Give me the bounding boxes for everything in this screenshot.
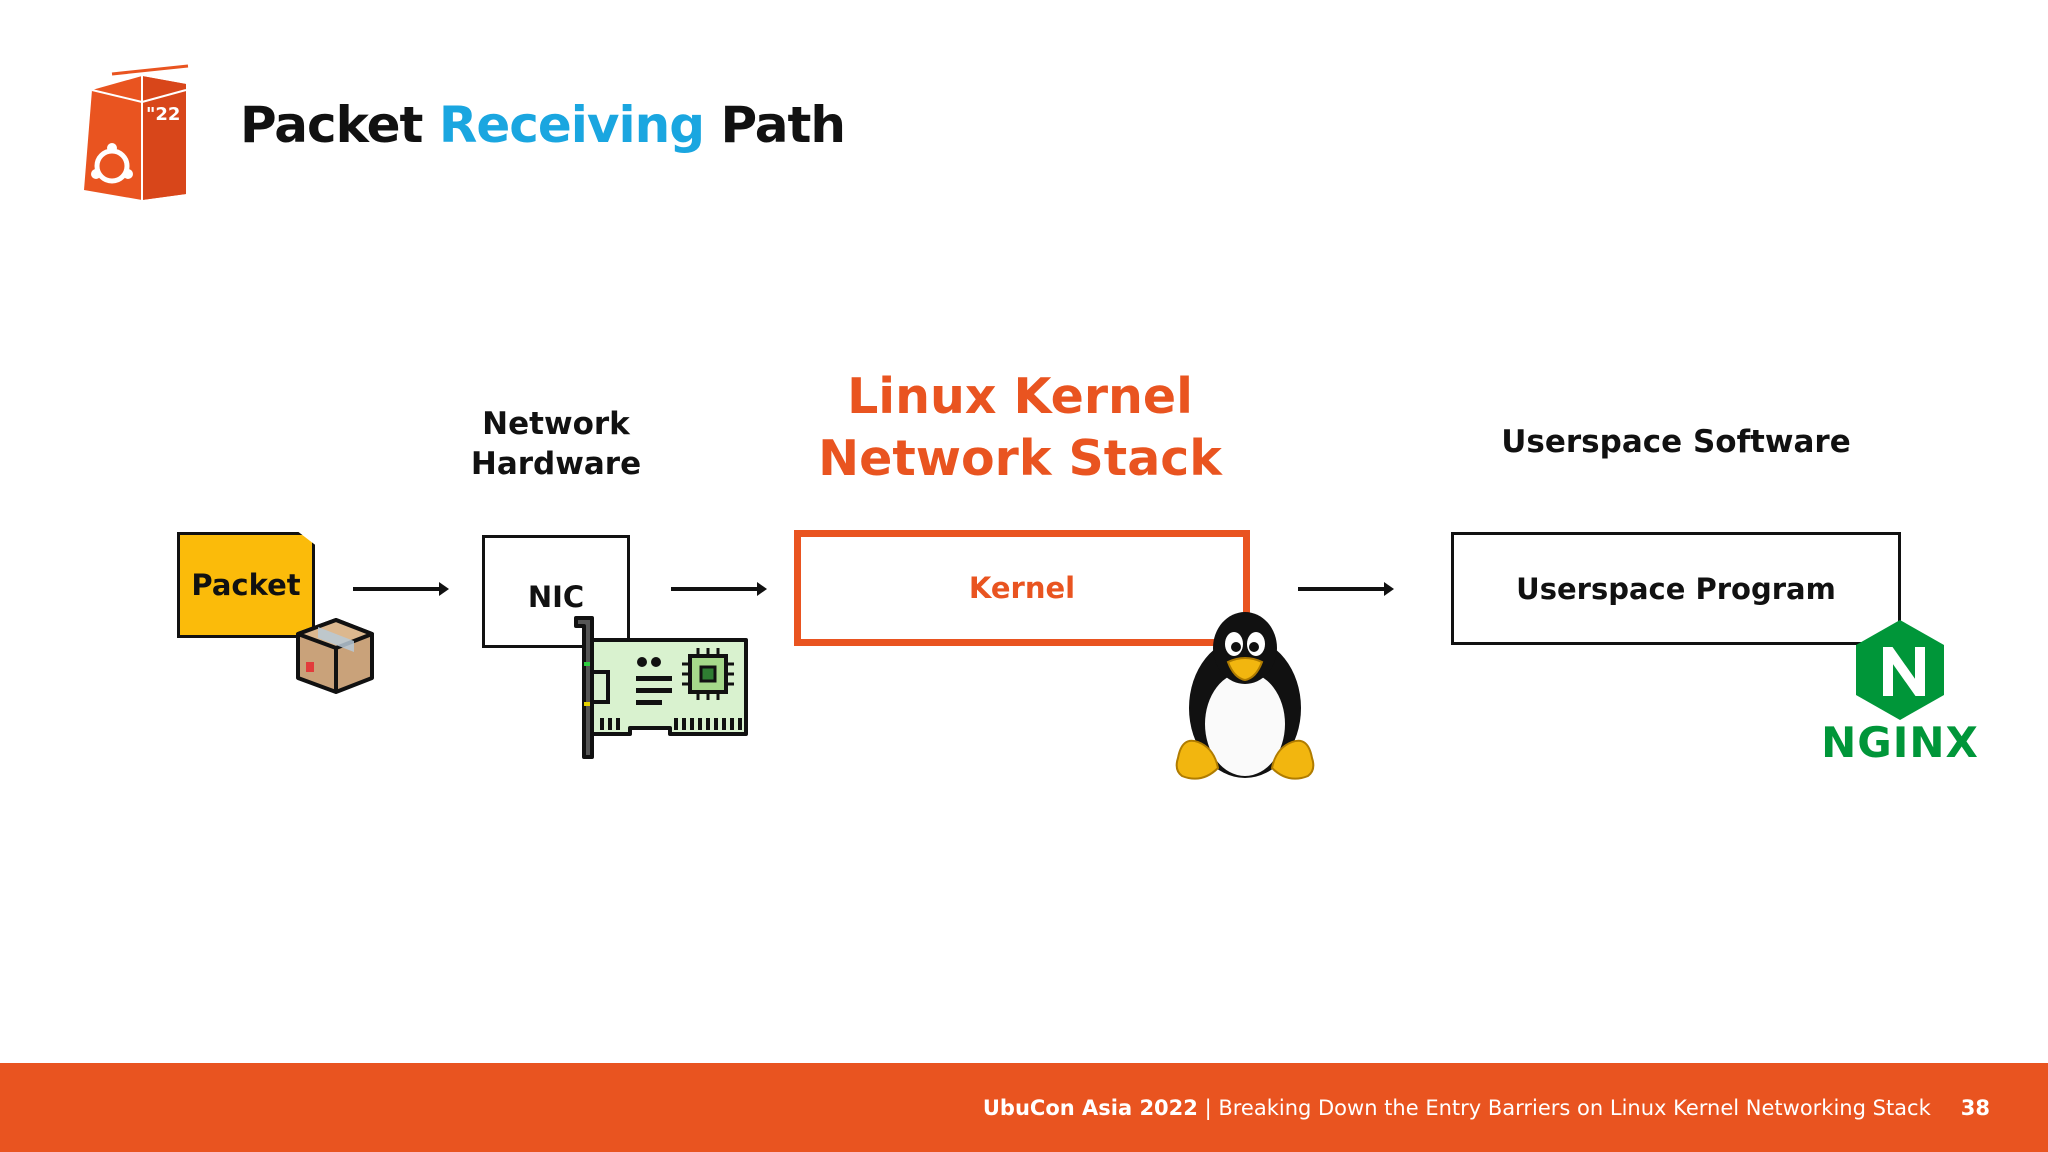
packet-label: Packet [191, 568, 301, 602]
ubucon-logo: "22 [82, 62, 192, 202]
footer-bar [0, 1063, 2048, 1152]
arrow-kernel-to-userspace [1298, 582, 1394, 596]
footer-text: UbuCon Asia 2022 | Breaking Down the Ent… [983, 1096, 1990, 1120]
title-part-packet: Packet [240, 96, 423, 154]
packet-box: Packet [177, 532, 315, 638]
kernel-heading-line2: Network Stack [818, 430, 1222, 487]
userspace-heading: Userspace Software [1501, 424, 1851, 460]
kernel-heading-line1: Linux Kernel [847, 368, 1193, 425]
kernel-heading: Linux Kernel Network Stack [780, 366, 1260, 490]
footer-event: UbuCon Asia 2022 [982, 1096, 1198, 1120]
nic-heading-line1: Network [482, 406, 630, 442]
logo-text: "22 [146, 104, 180, 125]
nic-heading-line2: Hardware [470, 446, 642, 482]
title-part-receiving: Receiving [438, 96, 705, 154]
tux-penguin-icon [1172, 608, 1318, 786]
nic-heading: Network Hardware [456, 404, 656, 484]
arrow-nic-to-kernel [671, 582, 767, 596]
nginx-label: NGINX [1821, 718, 1979, 767]
network-card-icon [570, 612, 752, 762]
nic-box: NIC [482, 535, 630, 648]
kernel-label: Kernel [968, 571, 1076, 605]
title-part-path: Path [720, 96, 846, 154]
footer-talk-title: Breaking Down the Entry Barriers on Linu… [1218, 1096, 1931, 1120]
nic-label: NIC [527, 579, 585, 614]
nginx-logo: NGINX [1820, 618, 1980, 770]
kernel-box: Kernel [794, 530, 1250, 646]
page-number: 38 [1960, 1096, 1990, 1120]
package-icon [292, 612, 378, 696]
userspace-label: Userspace Program [1516, 571, 1836, 606]
userspace-box: Userspace Program [1451, 532, 1901, 645]
footer-separator: | [1197, 1096, 1219, 1120]
arrow-packet-to-nic [353, 582, 449, 596]
page-title: Packet Receiving Path [240, 96, 846, 154]
